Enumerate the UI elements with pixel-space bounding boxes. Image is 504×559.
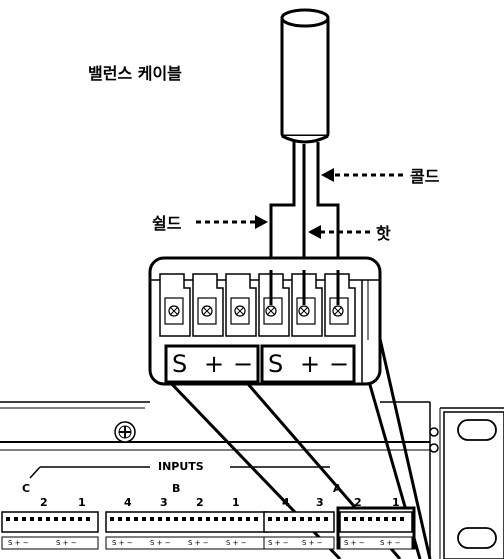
channel-a-4: 4 <box>282 496 290 509</box>
strip-label: S + − <box>188 539 209 547</box>
callout-arrows <box>196 173 403 234</box>
label-strips <box>1 536 413 550</box>
strip-label: S + − <box>344 539 365 547</box>
device-panel <box>0 401 504 559</box>
terminal-2 <box>192 273 224 337</box>
group-a-label: A <box>333 482 342 495</box>
pin-left-s: S <box>172 350 188 378</box>
connector-terminals <box>159 273 356 337</box>
pin-label-boxes <box>164 344 356 384</box>
hot-label: 핫 <box>376 224 391 243</box>
strip-label: S + − <box>8 539 29 547</box>
channel-a-2: 2 <box>354 496 362 509</box>
cold-label: 콜드 <box>410 167 440 186</box>
strip-label: S + − <box>112 539 133 547</box>
cold-arrow-head <box>321 168 334 182</box>
inputs-bracket <box>29 466 330 479</box>
pin-left-plus: + <box>204 350 225 378</box>
shield-wire <box>269 142 296 300</box>
cable-title: 밸런스 케이블 <box>88 64 182 83</box>
pin-right-minus: − <box>329 350 350 378</box>
strip-label: S + − <box>56 539 77 547</box>
arrow-heads <box>255 168 334 239</box>
channel-b-1: 1 <box>232 496 240 509</box>
channel-a-3: 3 <box>316 496 324 509</box>
wire-ends <box>269 270 340 305</box>
terminal-5 <box>291 273 323 337</box>
terminal-3 <box>225 273 257 337</box>
channel-a-1: 1 <box>392 496 400 509</box>
cold-wire <box>316 142 340 300</box>
screw-icon <box>114 421 136 443</box>
hot-arrow-head <box>308 225 321 239</box>
terminal-6 <box>324 273 356 337</box>
strip-label: S + − <box>150 539 171 547</box>
channel-b-3: 3 <box>160 496 168 509</box>
strip-label: S + − <box>302 539 323 547</box>
group-b-label: B <box>172 482 181 495</box>
inputs-title: INPUTS <box>158 460 204 473</box>
strip-label: S + − <box>268 539 289 547</box>
cable-jacket <box>280 8 330 144</box>
channel-b-4: 4 <box>124 496 132 509</box>
channel-c-2: 2 <box>40 496 48 509</box>
group-c-label: C <box>22 482 31 495</box>
pin-right-s: S <box>268 350 284 378</box>
terminal-1 <box>159 273 191 337</box>
channel-c-1: 1 <box>78 496 86 509</box>
pin-left-minus: − <box>233 350 254 378</box>
channel-b-2: 2 <box>196 496 204 509</box>
terminal-4 <box>258 273 290 337</box>
pin-right-plus: + <box>300 350 321 378</box>
strip-pins <box>6 517 404 521</box>
shield-label: 쉴드 <box>152 214 182 233</box>
strip-label: S + − <box>380 539 401 547</box>
shield-arrow-head <box>255 215 268 229</box>
strip-label: S + − <box>226 539 247 547</box>
